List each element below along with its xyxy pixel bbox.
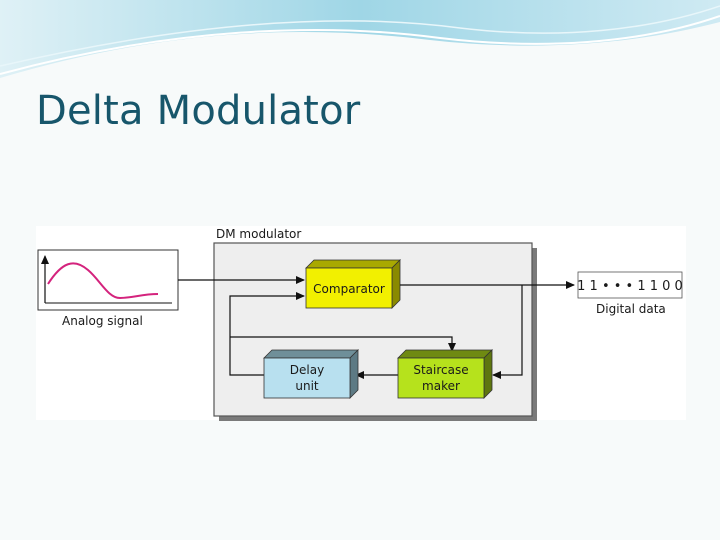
feedback-to-comparator bbox=[229, 292, 305, 376]
analog-signal-label: Analog signal bbox=[62, 314, 143, 328]
delay-label-line2: unit bbox=[295, 379, 319, 393]
header-swoosh bbox=[0, 0, 720, 78]
header-swoosh-line bbox=[0, 15, 720, 75]
delay-top bbox=[263, 349, 359, 359]
staircase-face bbox=[397, 357, 485, 399]
digital-data-label: Digital data bbox=[596, 302, 666, 316]
staircase-top bbox=[397, 349, 493, 359]
digital-data-box bbox=[577, 271, 683, 299]
header-swoosh-line-2 bbox=[0, 5, 720, 67]
feedback-to-staircase bbox=[230, 336, 456, 352]
modulator-label: DM modulator bbox=[216, 227, 301, 241]
staircase-label-line1: Staircase bbox=[413, 363, 468, 377]
staircase-label-line2: maker bbox=[422, 379, 460, 393]
comparator-side bbox=[391, 259, 401, 309]
comparator-top bbox=[305, 259, 401, 269]
staircase-maker-block: Staircase maker bbox=[397, 349, 493, 399]
comparator-block: Comparator bbox=[305, 259, 401, 309]
staircase-side bbox=[483, 349, 493, 399]
comparator-label: Comparator bbox=[313, 282, 385, 296]
analog-plot-frame bbox=[37, 249, 179, 311]
comparator-face bbox=[305, 267, 393, 309]
analog-signal-plot bbox=[37, 249, 179, 311]
analog-waveform bbox=[47, 262, 159, 300]
delay-unit-block: Delay unit bbox=[263, 349, 359, 399]
delay-side bbox=[349, 349, 359, 399]
delay-face bbox=[263, 357, 351, 399]
delay-label-line1: Delay bbox=[290, 363, 324, 377]
slide-title: Delta Modulator bbox=[36, 88, 361, 134]
feedback-output-line bbox=[492, 285, 523, 379]
digital-data-bits: 1 1 • • • 1 1 0 0 bbox=[577, 279, 683, 294]
